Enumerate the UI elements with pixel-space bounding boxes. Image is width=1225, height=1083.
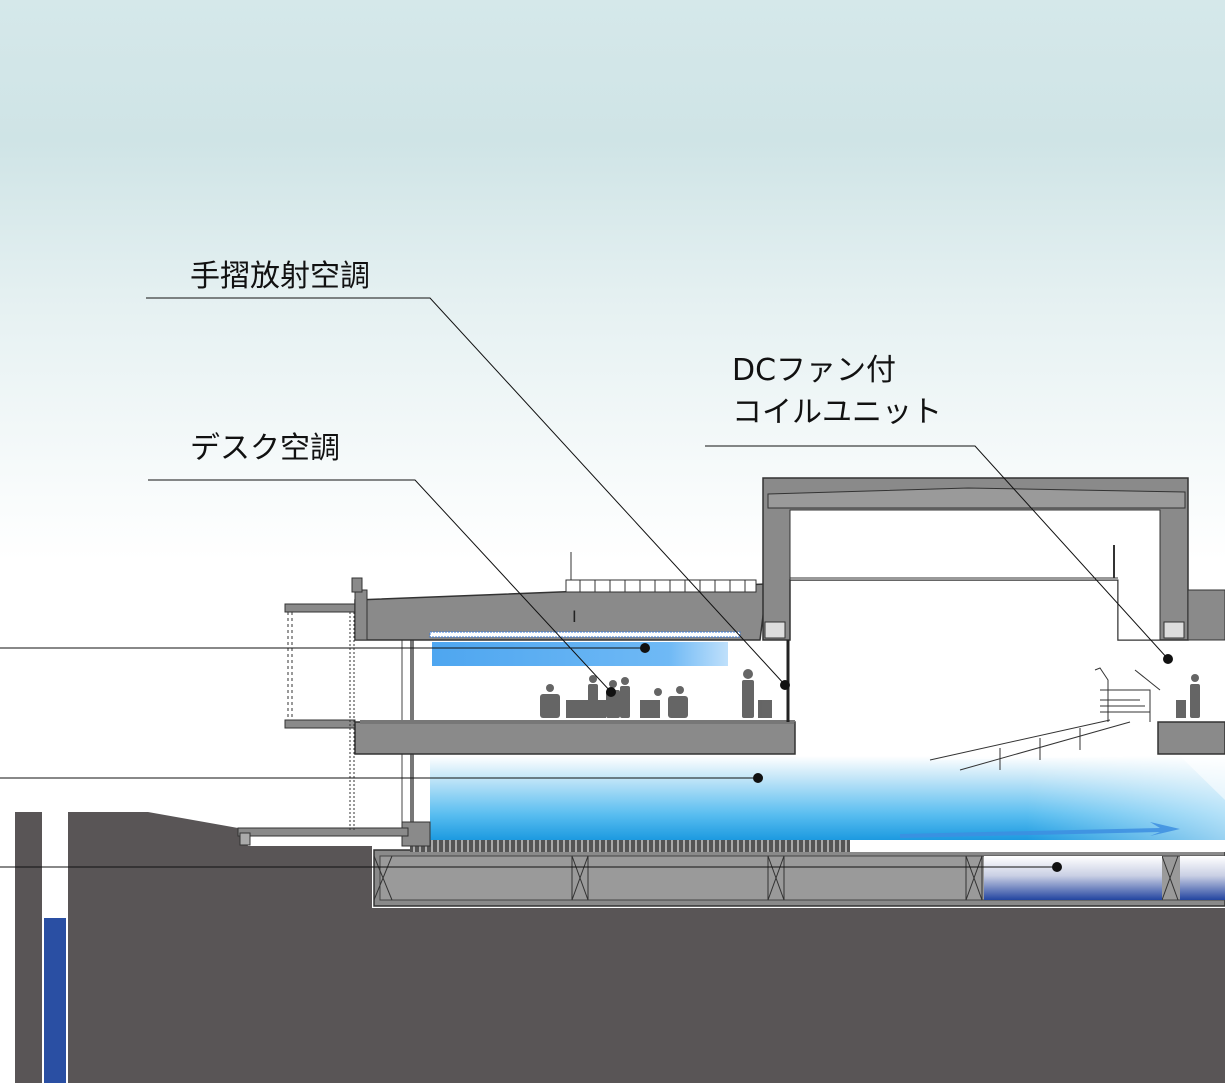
- cooling-pipe: [984, 856, 1162, 900]
- floor-slab-2f: [354, 721, 796, 755]
- stair: [929, 667, 1161, 771]
- label-dc-fan-line2: コイルユニット: [732, 395, 942, 430]
- airflow-arrow: [900, 822, 1180, 838]
- sky-background: [0, 0, 1225, 560]
- leader-lines: [0, 297, 1169, 868]
- pit-braces: [373, 855, 1179, 901]
- label-handrail-radiant: 手摺放射空調: [190, 259, 370, 294]
- ground: [15, 812, 1225, 1083]
- people-silhouettes: [540, 669, 1200, 718]
- ceiling-cool-zone: [432, 642, 728, 666]
- well-water: [44, 918, 66, 1083]
- ceiling-radiant-panel: [429, 631, 741, 638]
- label-dc-fan-line1: DCファン付: [732, 353, 897, 388]
- leader-dots: [606, 643, 1173, 872]
- label-desk-ac: デスク空調: [190, 431, 340, 466]
- svg-text:I: I: [572, 607, 577, 626]
